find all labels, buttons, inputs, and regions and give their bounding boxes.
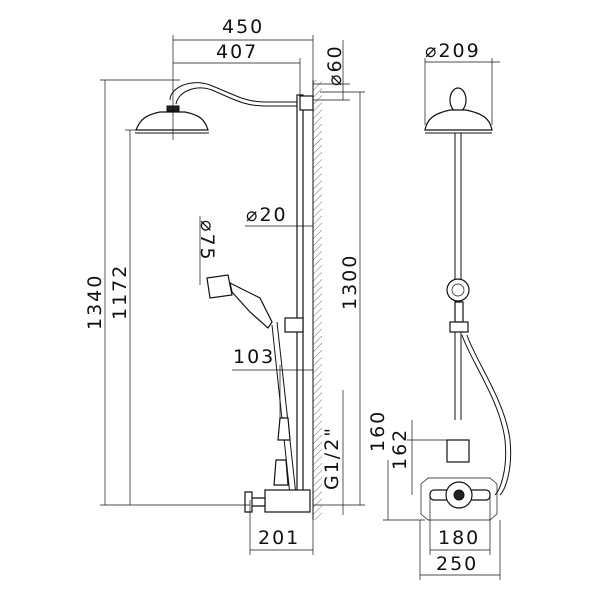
valve-body bbox=[264, 489, 311, 513]
dim-1340: 1340 bbox=[84, 274, 106, 330]
dim-diameter-209: ⌀209 bbox=[425, 40, 481, 62]
slide-rail bbox=[296, 94, 304, 496]
front-handshower-face bbox=[451, 283, 465, 297]
temperature-handle bbox=[273, 459, 289, 486]
dim-201: 201 bbox=[258, 527, 300, 549]
dim-diameter-20: ⌀20 bbox=[246, 204, 288, 226]
front-handshower-handle bbox=[454, 301, 464, 323]
wall-flange bbox=[299, 95, 314, 111]
side-view bbox=[135, 80, 322, 520]
handshower-head bbox=[206, 274, 233, 299]
dim-diameter-75: ⌀75 bbox=[196, 220, 218, 262]
slider-bracket bbox=[284, 317, 304, 333]
cross-handle bbox=[244, 491, 266, 513]
front-hose bbox=[461, 334, 512, 496]
shower-head bbox=[135, 111, 209, 131]
dim-1172: 1172 bbox=[109, 264, 131, 320]
dimension-lines bbox=[100, 35, 501, 580]
dim-160: 160 bbox=[367, 410, 389, 452]
dim-407: 407 bbox=[216, 41, 258, 63]
dim-diameter-60: ⌀60 bbox=[324, 44, 346, 86]
front-slider bbox=[449, 321, 469, 333]
front-diverter bbox=[446, 439, 470, 463]
dim-450: 450 bbox=[222, 16, 264, 38]
front-arm-elbow bbox=[449, 87, 467, 113]
dim-1300: 1300 bbox=[339, 254, 361, 310]
dim-162: 162 bbox=[389, 428, 411, 470]
dim-180: 180 bbox=[438, 527, 480, 549]
shower-arm bbox=[169, 82, 297, 107]
diverter-handle bbox=[277, 417, 291, 441]
dim-103: 103 bbox=[233, 346, 275, 368]
front-view bbox=[420, 87, 512, 521]
dim-250: 250 bbox=[436, 553, 478, 575]
front-valve-center bbox=[453, 489, 465, 501]
front-handshower bbox=[446, 278, 470, 302]
front-shower-head bbox=[424, 109, 493, 131]
dim-g1-2: G1/2" bbox=[321, 426, 343, 490]
wall-hatch bbox=[313, 80, 322, 520]
handshower-handle bbox=[229, 281, 273, 329]
